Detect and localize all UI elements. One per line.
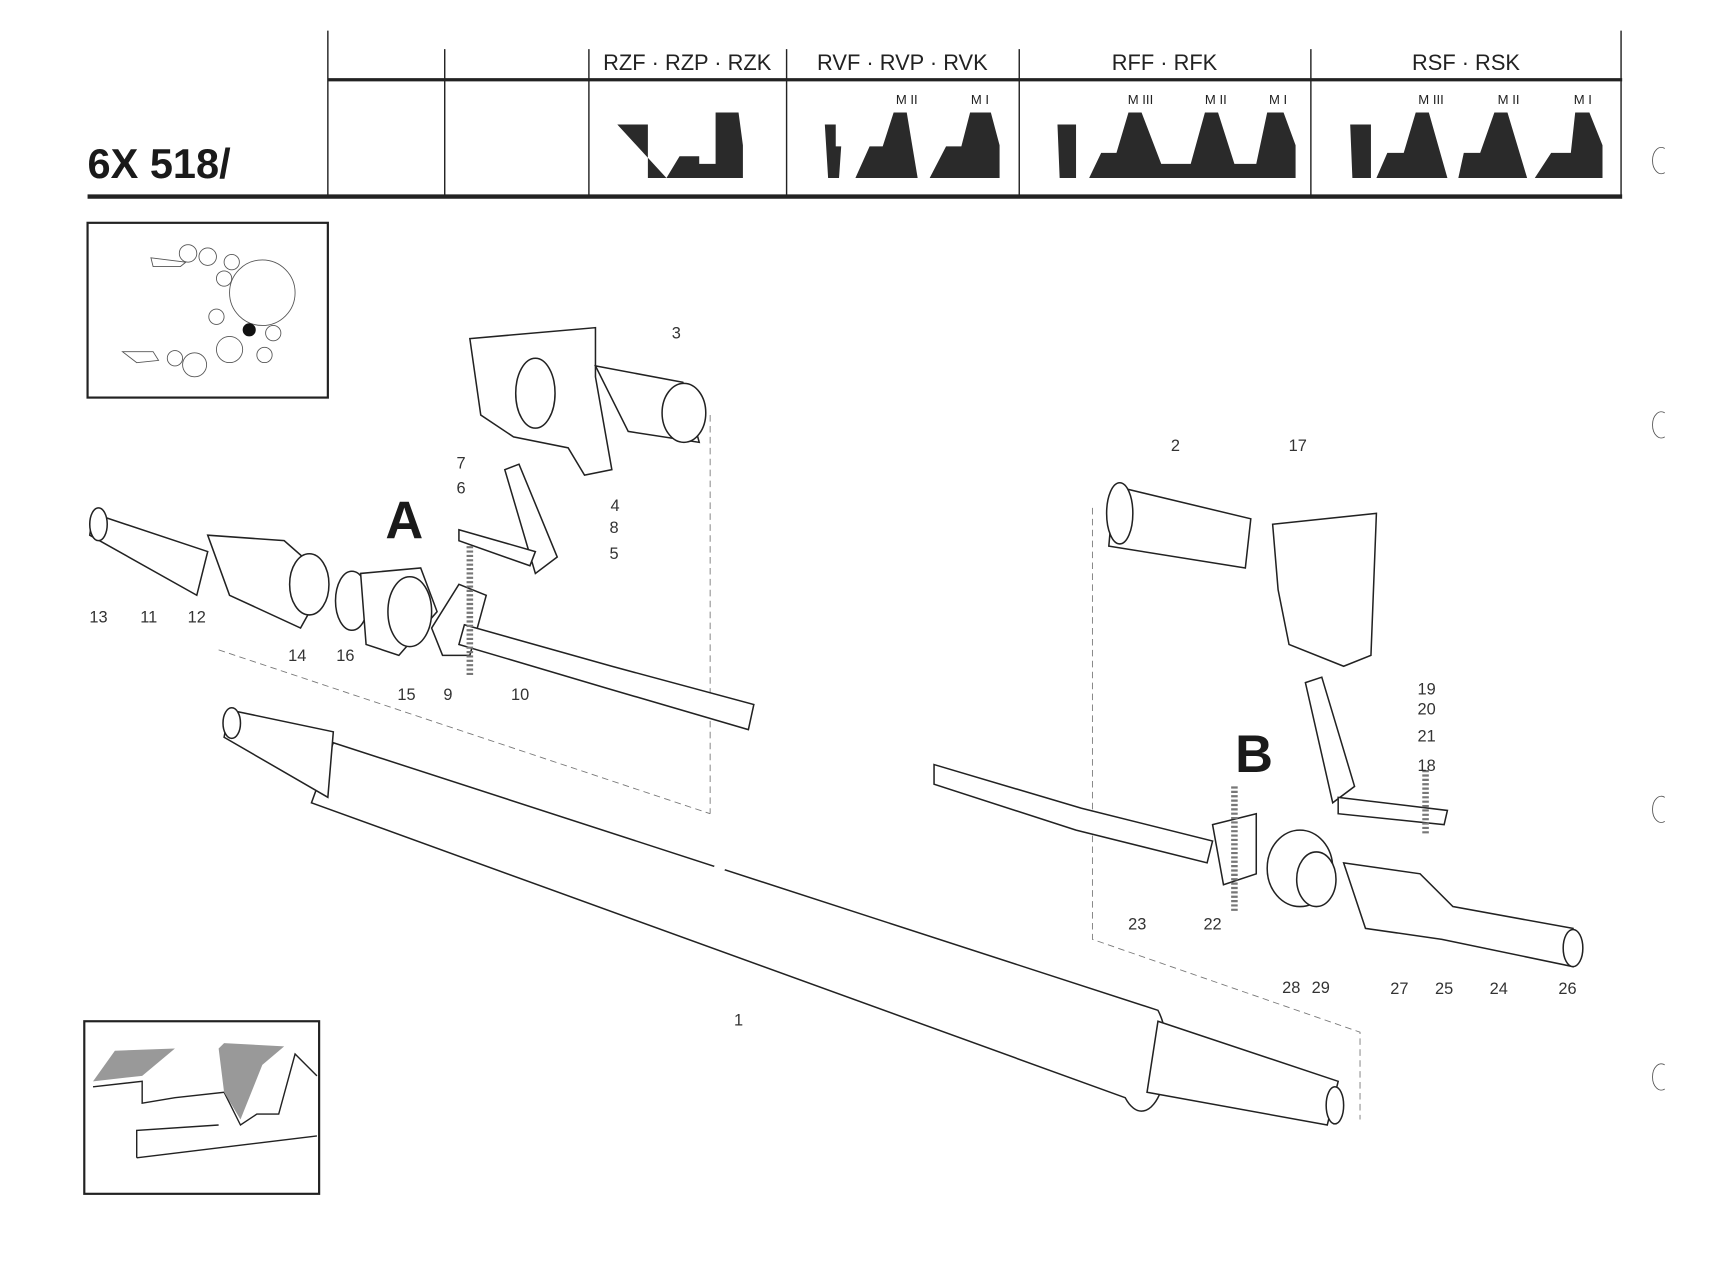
roller-shaft <box>218 415 1361 1126</box>
callout-16: 16 <box>336 647 354 665</box>
tooth-detail-inset <box>83 1020 321 1195</box>
module-label: M I <box>1269 92 1287 107</box>
module-label: M III <box>1418 92 1443 107</box>
tooth-profile-icon <box>1320 112 1603 179</box>
callout-25: 25 <box>1435 980 1453 998</box>
tooth-profile-icon <box>797 112 1000 179</box>
callout-12: 12 <box>188 609 206 627</box>
callout-9: 9 <box>443 686 452 704</box>
callout-20: 20 <box>1418 700 1436 718</box>
assembly-b-parts <box>933 482 1584 968</box>
module-label: M II <box>1498 92 1520 107</box>
callout-3: 3 <box>672 325 681 343</box>
callout-8: 8 <box>609 519 618 537</box>
tooth-profile-icon <box>1029 112 1296 179</box>
callout-17: 17 <box>1289 437 1307 455</box>
callout-13: 13 <box>89 609 107 627</box>
callout-26: 26 <box>1558 980 1576 998</box>
binder-holes <box>1652 147 1665 1091</box>
callout-6: 6 <box>457 480 466 498</box>
callout-11: 11 <box>140 609 157 627</box>
header-table: 6X 518/ RZF · RZP · RZK RVF · RVP · RVK … <box>87 30 1623 199</box>
frame-wall-hatching <box>466 546 1429 913</box>
callout-10: 10 <box>511 686 529 704</box>
callout-2: 2 <box>1171 437 1180 455</box>
callout-4: 4 <box>611 497 620 515</box>
callout-18: 18 <box>1418 757 1436 775</box>
module-label: M I <box>1574 92 1592 107</box>
machine-location-inset <box>86 221 329 399</box>
assembly-label-b: B <box>1235 726 1273 784</box>
callout-28: 28 <box>1282 979 1300 997</box>
callout-14: 14 <box>288 647 306 665</box>
assembly-label-a: A <box>385 492 423 550</box>
callout-22: 22 <box>1203 915 1221 933</box>
callout-1: 1 <box>734 1012 743 1030</box>
module-label: M II <box>1205 92 1227 107</box>
column-header-rsf: RSF · RSK <box>1412 50 1520 75</box>
callout-29: 29 <box>1312 979 1330 997</box>
callout-27: 27 <box>1390 980 1408 998</box>
callout-7: 7 <box>457 455 466 473</box>
module-label: M I <box>971 92 989 107</box>
callout-5: 5 <box>609 545 618 563</box>
callout-23: 23 <box>1128 915 1146 933</box>
assembly-a-parts <box>88 326 755 731</box>
module-label: M III <box>1128 92 1153 107</box>
callout-15: 15 <box>397 686 415 704</box>
callout-24: 24 <box>1490 980 1508 998</box>
column-header-rff: RFF · RFK <box>1112 50 1218 75</box>
callout-21: 21 <box>1418 728 1436 746</box>
callout-19: 19 <box>1418 681 1436 699</box>
column-header-rvf: RVF · RVP · RVK <box>817 50 988 75</box>
column-header-rzf: RZF · RZP · RZK <box>603 50 772 75</box>
page-title: 6X 518/ <box>88 140 232 187</box>
module-label: M II <box>896 92 918 107</box>
tooth-profile-icon <box>617 112 743 179</box>
